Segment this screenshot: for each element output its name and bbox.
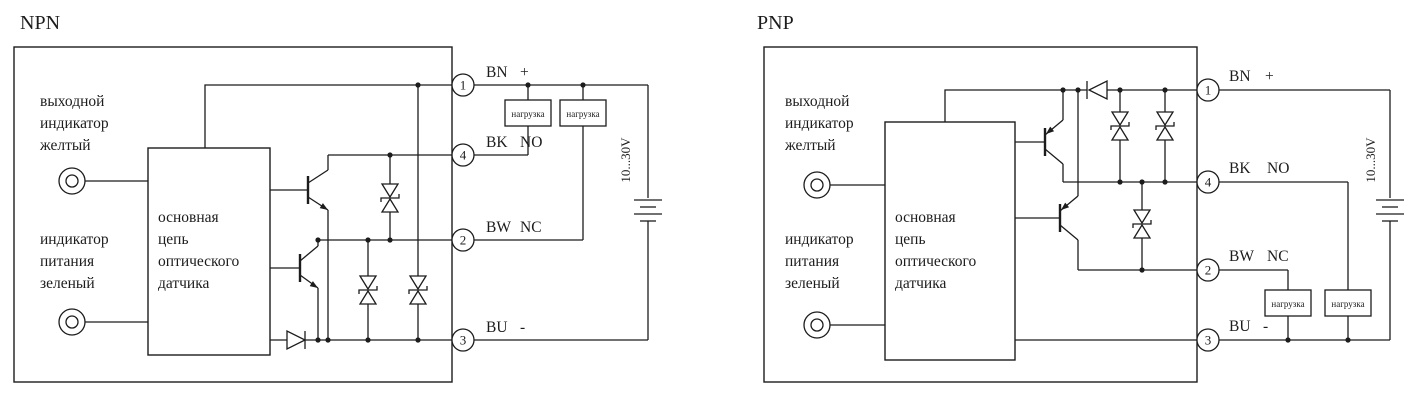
load-label: нагрузка <box>566 109 599 119</box>
wire-color-label: BW <box>1229 248 1254 265</box>
load-label: нагрузка <box>1331 299 1364 309</box>
junction-dots <box>315 82 586 343</box>
pnp-transistor-q2-icon <box>1015 90 1079 270</box>
tvs-zener-icon <box>1155 90 1175 182</box>
tvs-zener-icon <box>380 155 400 240</box>
main-circuit-label: датчика <box>895 275 947 292</box>
power-indicator-label: индикатор <box>40 231 109 248</box>
main-circuit-label: основная <box>895 209 956 226</box>
diode-icon <box>286 329 307 351</box>
load-box: нагрузка <box>559 85 607 240</box>
output-indicator-label: желтый <box>39 137 91 154</box>
npn-transistor-q2-icon <box>270 240 319 340</box>
output-indicator-label: желтый <box>784 137 836 154</box>
npn-output-indicator: выходной индикатор желтый <box>39 93 148 195</box>
main-circuit-box <box>884 121 1016 361</box>
npn-power-indicator: индикатор питания зеленый <box>40 231 148 336</box>
output-indicator-label: индикатор <box>785 115 854 132</box>
plus-rail <box>204 84 452 148</box>
terminal-2: 2 BW NC <box>451 219 542 252</box>
terminal-number: 2 <box>460 233 467 248</box>
terminal-3: 3 BU - <box>1196 318 1268 352</box>
pnp-title: PNP <box>757 12 794 34</box>
signal-label: - <box>1263 318 1268 335</box>
tvs-zener-icon <box>408 85 428 340</box>
pnp-power-indicator: индикатор питания зеленый <box>785 231 885 339</box>
terminal-2: 2 BW NC <box>1196 248 1289 282</box>
terminal-number: 3 <box>1205 333 1212 348</box>
npn-sensor-case <box>13 46 453 383</box>
signal-label: + <box>1265 68 1274 85</box>
terminal-number: 4 <box>1205 175 1212 190</box>
terminal-1: 1 BN + <box>1196 68 1274 102</box>
wire-color-label: BW <box>486 219 511 236</box>
terminal-3: 3 BU - <box>451 319 525 352</box>
wire-color-label: BN <box>486 64 508 81</box>
terminal-number: 2 <box>1205 263 1212 278</box>
load-label: нагрузка <box>511 109 544 119</box>
pnp-transistor-q1-icon <box>1015 90 1064 182</box>
wire-color-label: BU <box>1229 318 1251 335</box>
battery-icon <box>634 85 662 340</box>
npn-main-circuit-box: основная цепь оптического датчика <box>147 147 271 356</box>
load-label: нагрузка <box>1271 299 1304 309</box>
signal-label: + <box>520 64 529 81</box>
main-circuit-label: цепь <box>158 231 189 248</box>
tvs-zener-icon <box>1110 90 1130 182</box>
load-box: нагрузка <box>1324 182 1372 340</box>
npn-title: NPN <box>20 12 60 34</box>
battery-icon <box>1376 90 1404 340</box>
terminal-number: 1 <box>460 78 467 93</box>
power-indicator-label: питания <box>40 253 94 270</box>
power-indicator-label: зеленый <box>785 275 840 292</box>
main-circuit-label: основная <box>158 209 219 226</box>
supply-voltage-label: 10...30V <box>618 137 633 183</box>
power-indicator-label: зеленый <box>40 275 95 292</box>
diode-icon <box>1086 79 1108 101</box>
pnp-main-circuit-box: основная цепь оптического датчика <box>884 121 1016 361</box>
terminal-4: 4 BK NO <box>1196 160 1289 194</box>
junction-dots <box>1060 87 1351 343</box>
indicator-lamp-icon <box>65 315 79 329</box>
power-indicator-label: индикатор <box>785 231 854 248</box>
signal-label: NC <box>1267 248 1289 265</box>
terminal-1: 1 BN + <box>451 64 529 97</box>
indicator-lamp-icon <box>810 318 824 332</box>
power-indicator-label: питания <box>785 253 839 270</box>
npn-diagram: NPN выходной индикатор желтый индикатор … <box>13 12 662 383</box>
main-circuit-label: датчика <box>158 275 210 292</box>
output-indicator-label: выходной <box>40 93 104 110</box>
pnp-diagram: PNP выходной индикатор желтый индикатор … <box>757 12 1404 383</box>
terminal-number: 1 <box>1205 83 1212 98</box>
pnp-sensor-case <box>763 46 1198 383</box>
main-circuit-box <box>147 147 271 356</box>
load-box: нагрузка <box>1264 270 1312 340</box>
signal-label: NC <box>520 219 542 236</box>
plus-rail <box>944 89 1087 122</box>
wire-color-label: BK <box>1229 160 1251 177</box>
main-circuit-label: оптического <box>158 253 240 270</box>
tvs-zener-icon <box>358 240 378 340</box>
signal-label: - <box>520 319 525 336</box>
terminal-number: 4 <box>460 148 467 163</box>
terminal-4: 4 BK NO <box>451 134 542 167</box>
main-circuit-label: оптического <box>895 253 977 270</box>
signal-label: NO <box>1267 160 1289 177</box>
output-indicator-label: индикатор <box>40 115 109 132</box>
indicator-lamp-icon <box>810 178 824 192</box>
wire-color-label: BK <box>486 134 508 151</box>
wire-color-label: BN <box>1229 68 1251 85</box>
output-indicator-label: выходной <box>785 93 849 110</box>
main-circuit-label: цепь <box>895 231 926 248</box>
tvs-zener-icon <box>1132 182 1152 270</box>
load-box: нагрузка <box>504 85 552 155</box>
terminal-number: 3 <box>460 333 467 348</box>
wire-color-label: BU <box>486 319 508 336</box>
signal-label: NO <box>520 134 542 151</box>
npn-transistor-q1-icon <box>270 155 329 340</box>
indicator-lamp-icon <box>65 174 79 188</box>
pnp-output-indicator: выходной индикатор желтый <box>784 93 885 199</box>
supply-voltage-label: 10...30V <box>1363 137 1378 183</box>
